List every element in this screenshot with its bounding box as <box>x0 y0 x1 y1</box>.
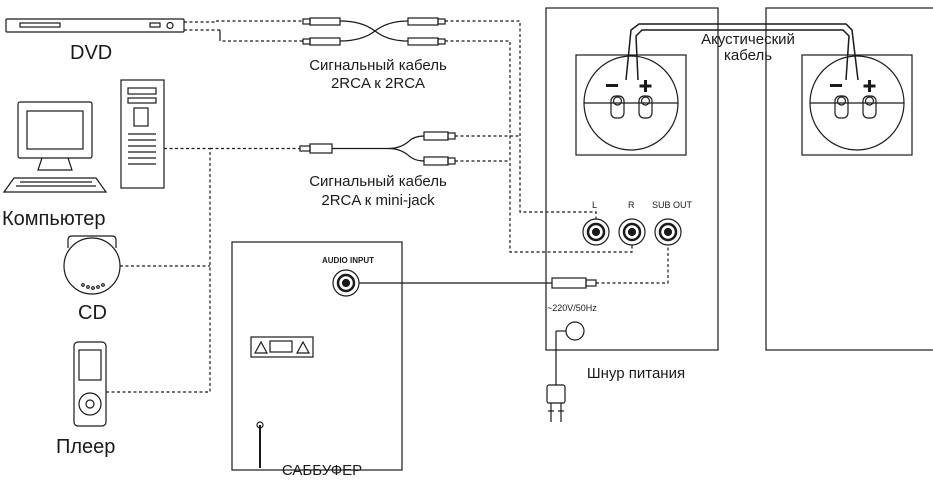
jack-r <box>618 218 646 246</box>
label-cd: CD <box>78 302 107 324</box>
speaker-left-box <box>545 7 719 351</box>
speaker-right-box <box>765 7 933 351</box>
dvd-player-icon <box>5 18 185 33</box>
label-rca-cable-line2: 2RCA к 2RCA <box>330 75 426 92</box>
label-audio-input: AUDIO INPUT <box>322 256 374 265</box>
dashed-connections <box>106 20 669 393</box>
label-power-cord: Шнур питания <box>586 365 686 382</box>
power-socket-icon <box>546 321 585 422</box>
label-subwoofer: САББУФЕР <box>281 462 363 479</box>
solid-cables <box>299 17 859 289</box>
polarity-signs <box>606 80 876 92</box>
label-power-rating: ~220V/50Hz <box>547 303 597 313</box>
cd-player-icon <box>63 235 121 295</box>
label-jack-r: R <box>628 200 635 210</box>
computer-icon <box>2 79 165 193</box>
jack-sub-out <box>654 218 682 246</box>
label-dvd: DVD <box>70 42 113 64</box>
label-computer: Компьютер <box>2 208 106 230</box>
label-speaker-cable-line1: Акустический <box>701 31 795 48</box>
label-sub-out: SUB OUT <box>652 200 693 210</box>
label-rca-cable-line1: Сигнальный кабель <box>309 57 447 74</box>
label-jack-l: L <box>592 200 598 210</box>
label-speaker-cable-line2: кабель <box>723 47 773 64</box>
subwoofer-box <box>231 241 403 471</box>
label-jack-cable-line2: 2RCA к mini-jack <box>321 192 435 209</box>
jack-l <box>582 218 610 246</box>
media-player-icon <box>73 341 107 427</box>
label-jack-cable-line1: Сигнальный кабель <box>309 173 447 190</box>
label-player: Плеер <box>56 436 116 458</box>
